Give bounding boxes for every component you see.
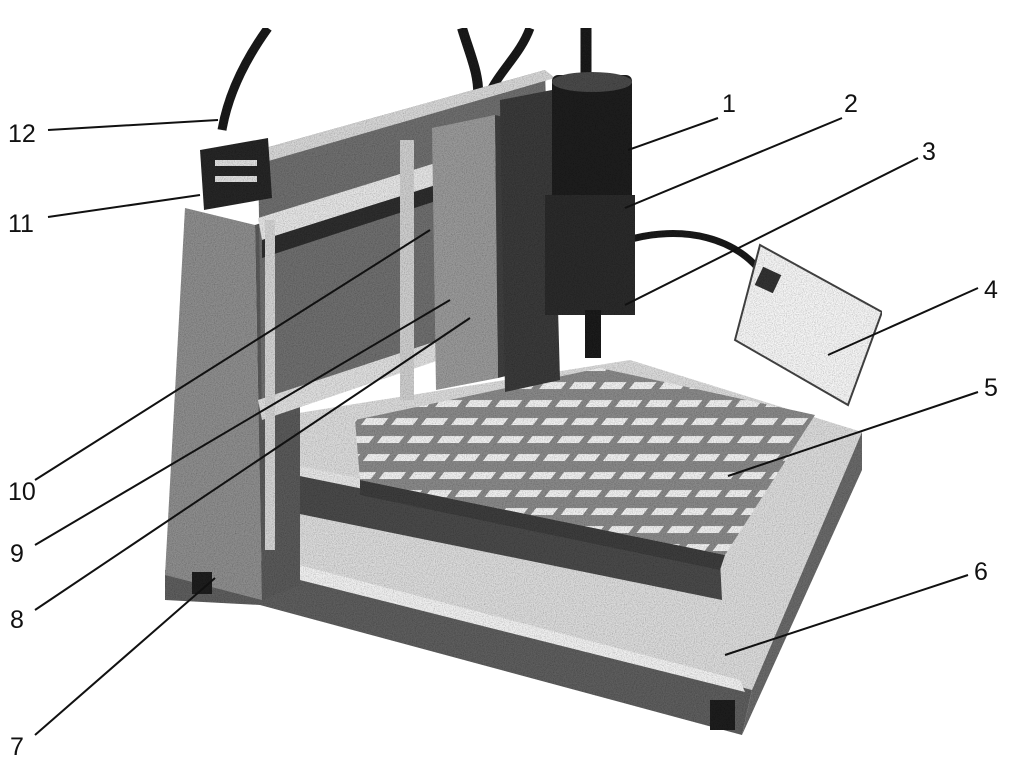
callout-numbers: 1 2 3 4 5 6 7 8 9 10 11 12 (8, 90, 998, 761)
callout-4: 4 (984, 276, 998, 304)
callout-8: 8 (10, 606, 24, 634)
leader-3 (624, 157, 919, 306)
post-a (400, 140, 414, 400)
callout-10: 10 (8, 478, 36, 506)
leader-12 (47, 119, 219, 131)
post-b (265, 220, 275, 550)
callout-6: 6 (974, 558, 988, 586)
motor-cap (552, 72, 632, 92)
leader-6 (724, 574, 969, 656)
connector-box (200, 138, 272, 210)
connector-pin-1 (215, 160, 257, 166)
leader-2 (624, 117, 843, 209)
rear-frame-top (258, 70, 555, 162)
connector-pin-2 (215, 176, 257, 182)
work-table-edge (360, 480, 725, 570)
base-front (165, 560, 752, 735)
callout-1: 1 (722, 90, 736, 118)
leader-5 (727, 391, 979, 477)
callout-7: 7 (10, 733, 24, 761)
callout-5: 5 (984, 374, 998, 402)
dispenser-head (545, 195, 635, 315)
y-beam-lower (258, 330, 475, 420)
pendant-connector (754, 266, 782, 294)
dispenser-nozzle (585, 310, 601, 358)
z-axis-body (500, 90, 560, 392)
teach-pendant (733, 243, 884, 407)
leader-8 (34, 317, 471, 611)
cable-middle-a (457, 26, 484, 101)
carriage-plate (432, 115, 498, 390)
machine-illustration (165, 25, 884, 735)
leader-4 (827, 287, 979, 356)
base-right (742, 432, 862, 735)
leader-10 (34, 229, 431, 481)
callout-3: 3 (922, 138, 936, 166)
callout-9: 9 (10, 540, 24, 568)
callout-2: 2 (844, 90, 858, 118)
foot-right (710, 700, 735, 730)
left-column-front (165, 208, 262, 600)
x-rail (280, 470, 722, 600)
cable-pendant (627, 230, 772, 284)
leader-lines (34, 117, 979, 736)
leader-1 (627, 117, 719, 151)
cable-left (217, 25, 272, 131)
callout-12: 12 (8, 120, 36, 148)
callout-11: 11 (8, 210, 34, 238)
leader-11 (47, 194, 201, 218)
base-front-shine (280, 560, 745, 692)
leader-7 (34, 577, 216, 736)
foot-left (192, 572, 212, 594)
work-table (355, 368, 815, 555)
motor (552, 75, 632, 205)
leader-9 (34, 299, 451, 546)
